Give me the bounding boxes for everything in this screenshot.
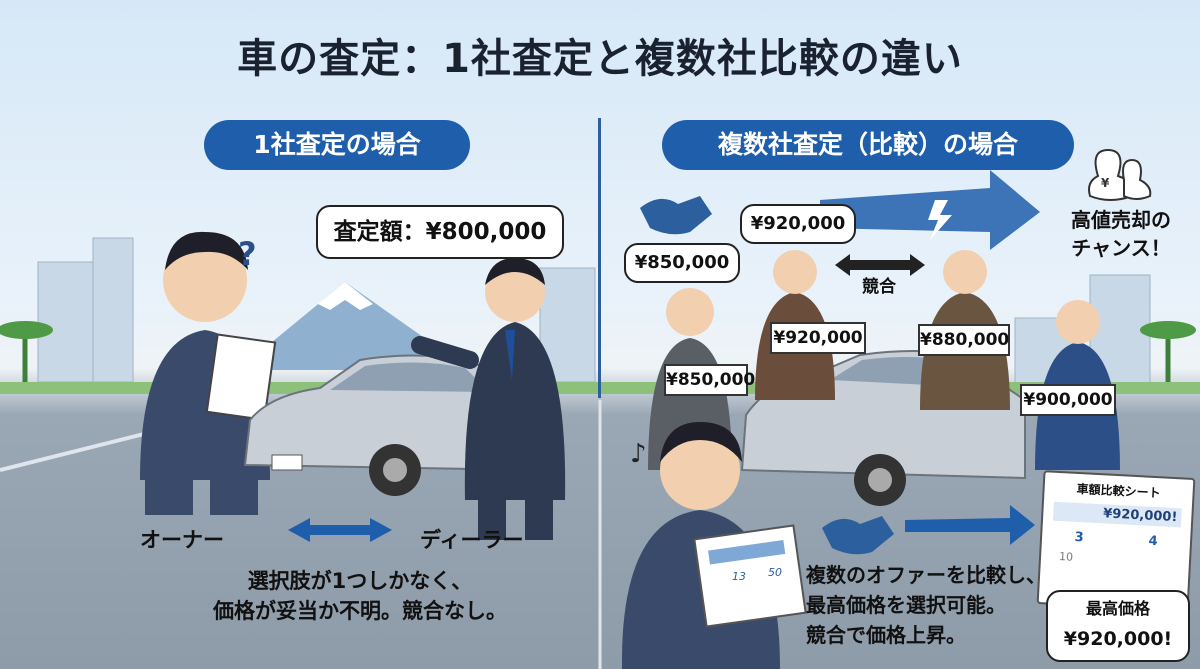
sheet-cell-c: 10 bbox=[1058, 550, 1074, 564]
offer-sign-a: ¥850,000 bbox=[664, 364, 755, 396]
sheet-cell-b: 4 bbox=[1148, 533, 1158, 550]
chance-line1: 高値売却の bbox=[1071, 208, 1171, 232]
left-caption: 選択肢が1つしかなく、 価格が妥当か不明。競合なし。 bbox=[150, 566, 570, 626]
dealer-figure bbox=[411, 258, 566, 540]
left-heading: 1社査定の場合 bbox=[204, 120, 470, 170]
section-divider bbox=[598, 118, 601, 398]
compete-label: 競合 bbox=[862, 277, 896, 297]
paper-cell-a: 13 bbox=[732, 570, 746, 583]
offer-bubble-a: ¥850,000 bbox=[624, 243, 740, 283]
svg-text:¥: ¥ bbox=[1101, 176, 1110, 190]
left-caption-line1: 選択肢が1つしかなく、 bbox=[247, 569, 473, 593]
offer-sign-c: ¥880,000 bbox=[918, 324, 1010, 356]
happy-owner-figure bbox=[621, 422, 807, 669]
best-price-label: 最高価格 bbox=[1085, 599, 1150, 618]
svg-text:♪: ♪ bbox=[630, 439, 647, 469]
best-price-box: 最高価格 ¥920,000! bbox=[1046, 590, 1190, 662]
double-arrow-left bbox=[288, 518, 392, 542]
right-caption-line3: 競合で価格上昇。 bbox=[806, 623, 966, 647]
left-caption-line2: 価格が妥当か不明。競合なし。 bbox=[213, 599, 507, 623]
owner-figure bbox=[140, 231, 277, 515]
left-car bbox=[243, 354, 531, 496]
offer-sign-d: ¥900,000 bbox=[1020, 384, 1116, 416]
offer-bubble-b: ¥920,000 bbox=[740, 204, 856, 244]
handshake-icon bbox=[640, 196, 894, 555]
offer-sign-b: ¥920,000 bbox=[770, 322, 866, 354]
right-heading: 複数社査定（比較）の場合 bbox=[662, 120, 1074, 170]
sheet-cell-a: 3 bbox=[1074, 529, 1085, 546]
chance-line2: チャンス！ bbox=[1071, 236, 1171, 260]
page-title: 車の査定：1社査定と複数社比較の違い bbox=[237, 36, 963, 82]
paper-cell-b: 50 bbox=[768, 566, 782, 579]
svg-text:?: ? bbox=[238, 235, 257, 273]
sheet-title: 車額比較シート bbox=[1076, 481, 1161, 501]
right-caption: 複数のオファーを比較し、 最高価格を選択可能。 競合で価格上昇。 bbox=[806, 560, 1056, 650]
sheet-amount: ¥920,000! bbox=[1052, 501, 1182, 528]
dealer-label: ディーラー bbox=[420, 528, 524, 552]
quote-bubble: 査定額：¥800,000 bbox=[316, 205, 564, 259]
chance-text: 高値売却の チャンス！ bbox=[1046, 206, 1196, 262]
right-caption-line1: 複数のオファーを比較し、 bbox=[806, 563, 1046, 587]
owner-label: オーナー bbox=[140, 528, 224, 552]
right-caption-line2: 最高価格を選択可能。 bbox=[806, 593, 1006, 617]
best-price-amount: ¥920,000! bbox=[1063, 628, 1173, 650]
